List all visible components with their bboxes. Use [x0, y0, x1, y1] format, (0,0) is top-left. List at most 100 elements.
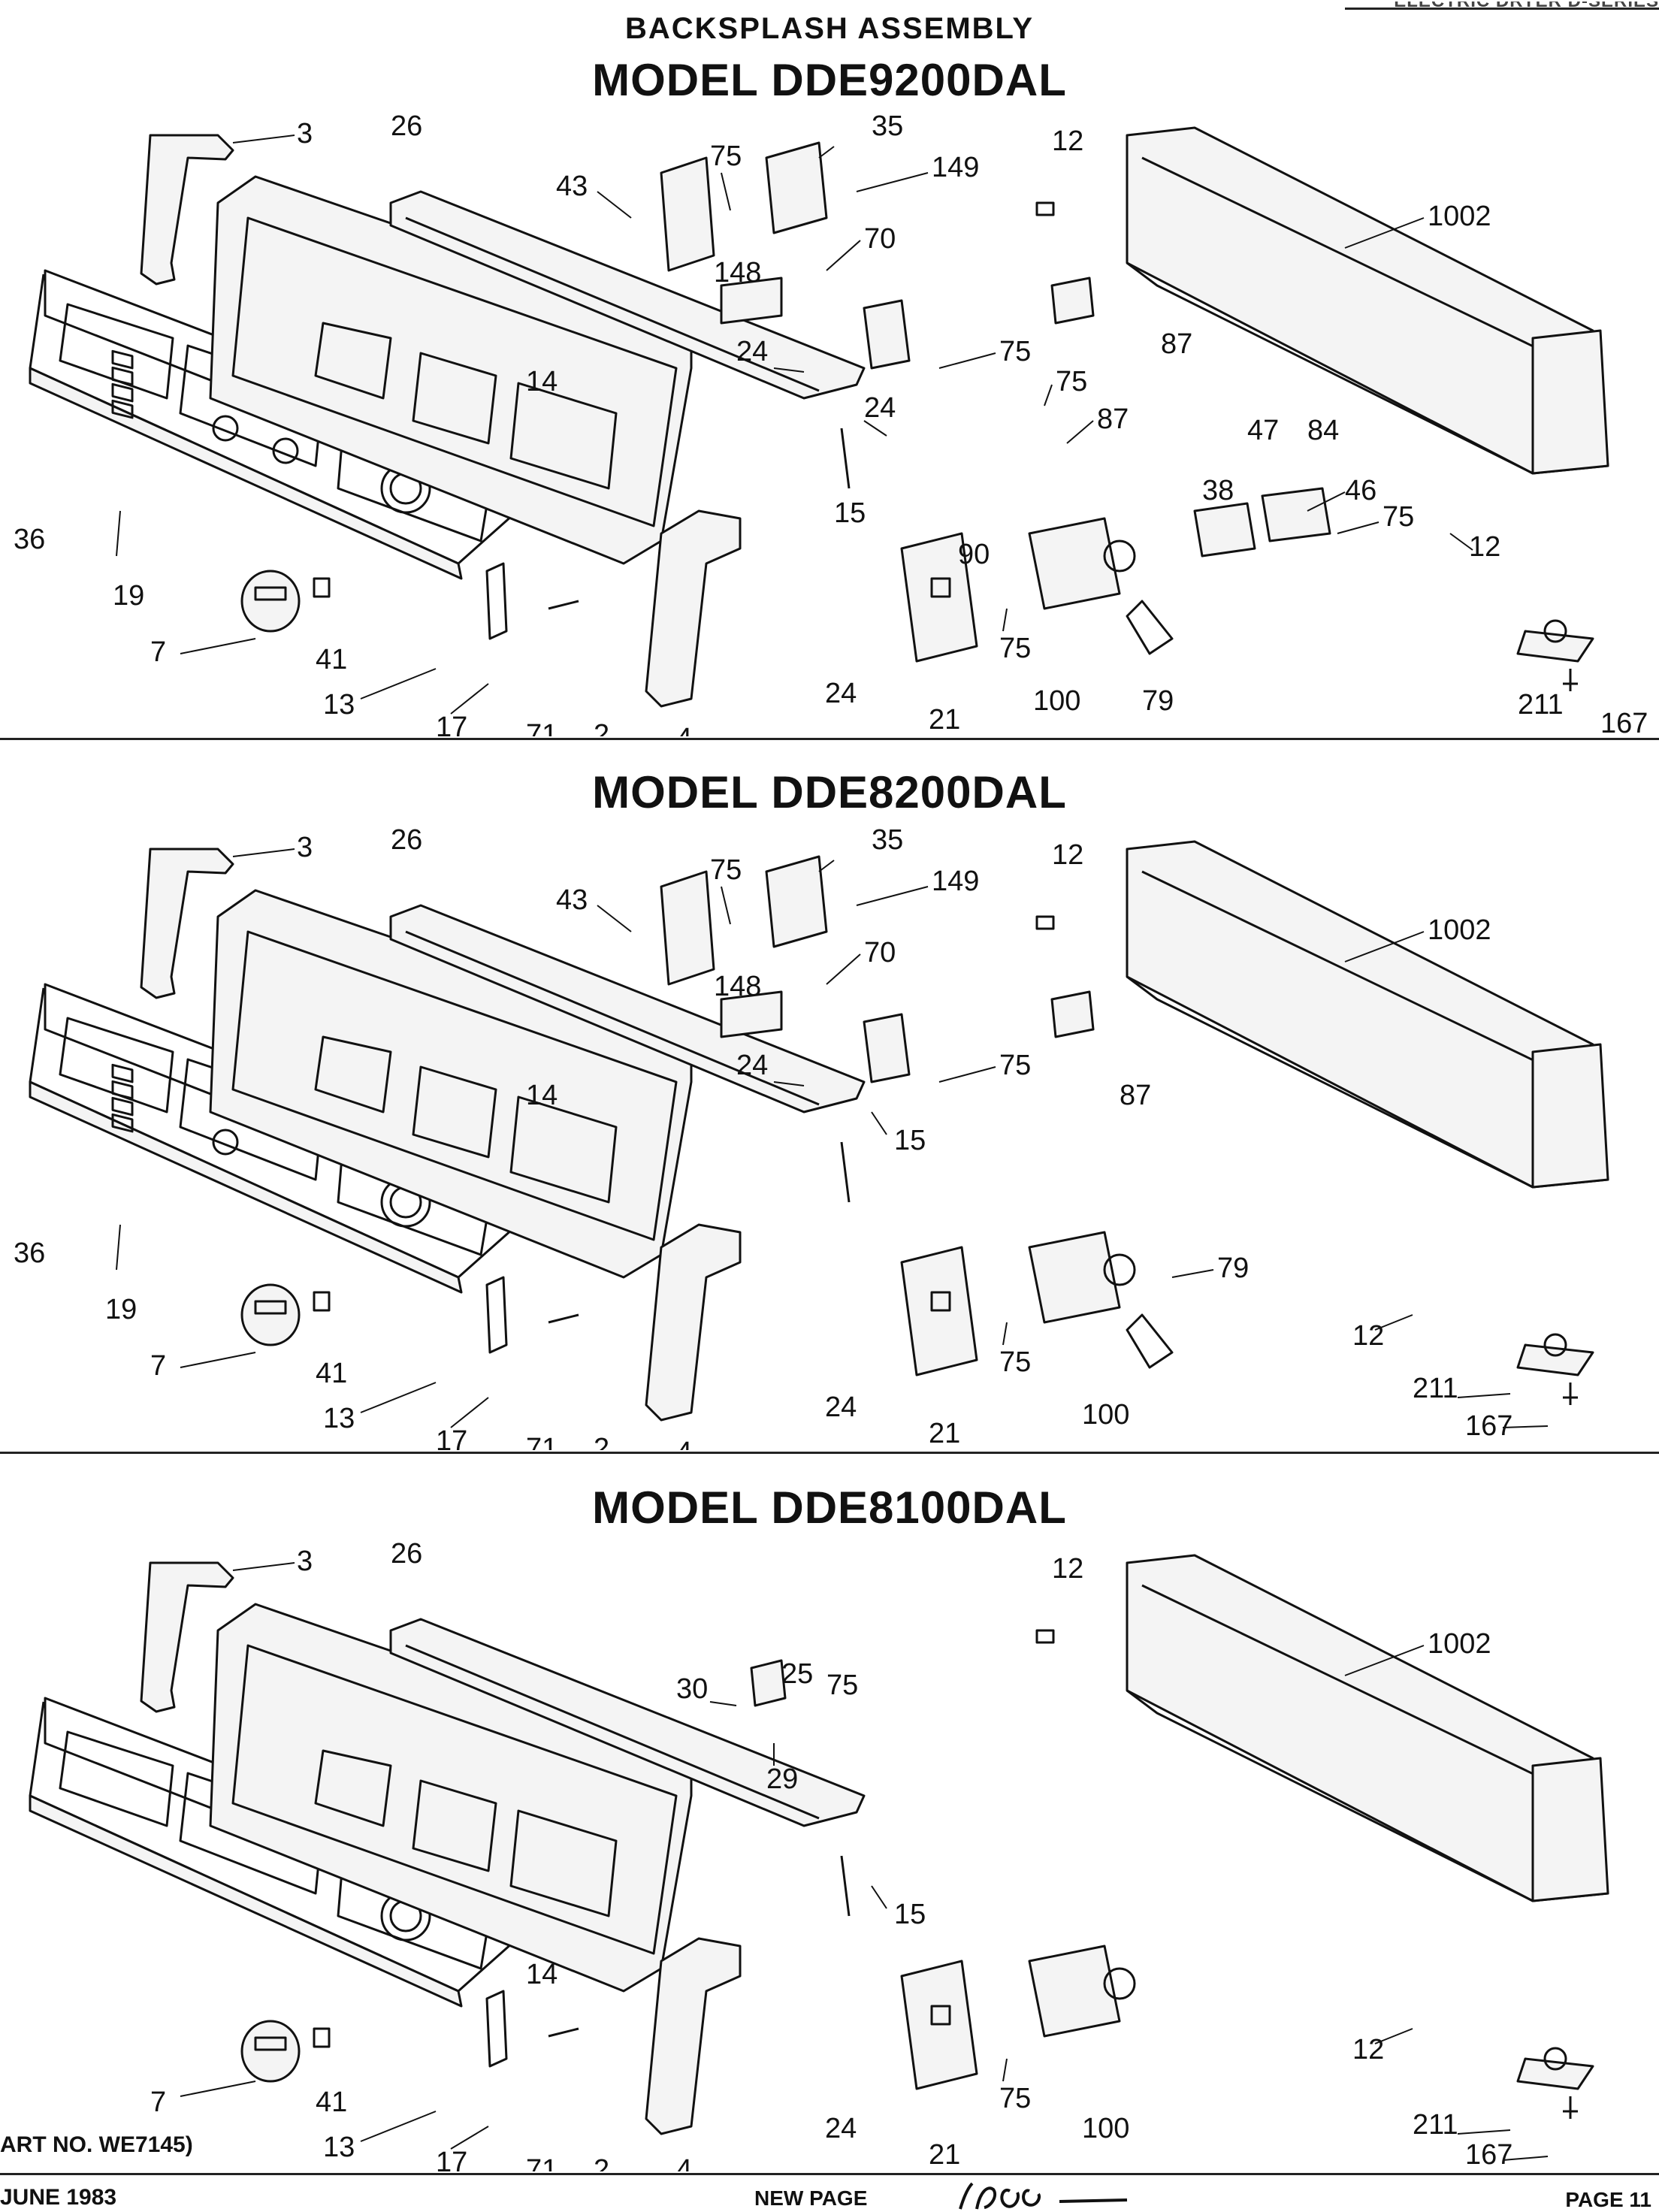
- leader-line: [773, 367, 805, 373]
- part-clip-12: [1035, 201, 1055, 216]
- callout-12: 12: [1352, 2034, 1384, 2065]
- callout-100: 100: [1033, 685, 1080, 717]
- part-screw-71: [548, 2027, 579, 2038]
- callout-71: 71: [526, 2154, 558, 2171]
- part-switch-bracket-43: [660, 156, 715, 272]
- console-cutout-3: [509, 1095, 618, 1204]
- part-timer-knob-grip: [254, 586, 287, 601]
- leader-line: [856, 886, 929, 906]
- part-backsplash-endcap: [1531, 1043, 1609, 1189]
- leader-line: [180, 1352, 256, 1368]
- part-console-frame: [209, 175, 693, 565]
- handwritten-mark: [959, 2182, 1128, 2210]
- callout-25: 25: [781, 1658, 813, 1690]
- callout-4: 4: [676, 723, 692, 736]
- part-switch-35: [765, 855, 828, 948]
- footer-divider: [0, 2173, 1659, 2175]
- leader-line: [360, 668, 437, 700]
- part-relay-38: [1193, 502, 1256, 558]
- callout-100: 100: [1082, 1399, 1129, 1431]
- leader-line: [1374, 2028, 1413, 2044]
- leader-line: [721, 886, 731, 925]
- callout-70: 70: [864, 937, 896, 969]
- callout-7: 7: [150, 636, 166, 668]
- panel-push-button: [111, 1096, 134, 1117]
- part-screw-167: [1563, 1382, 1578, 1405]
- callout-12: 12: [1052, 1553, 1083, 1585]
- part-backsplash-housing-bottom: [1126, 975, 1534, 1189]
- callout-43: 43: [556, 884, 588, 916]
- part-bracket-17: [485, 562, 508, 640]
- callout-24: 24: [825, 2113, 857, 2144]
- part-clip-12: [1035, 1629, 1055, 1644]
- callout-21: 21: [929, 1418, 960, 1449]
- callout-12: 12: [1352, 1320, 1384, 1352]
- callout-13: 13: [323, 1403, 355, 1434]
- part-circuit-board-chip: [930, 577, 951, 598]
- callout-24: 24: [736, 336, 768, 367]
- console-cutout-2: [412, 1065, 497, 1159]
- part-graphic-panel-lip: [29, 367, 463, 580]
- leader-line: [1002, 1322, 1008, 1346]
- callout-17: 17: [436, 2147, 467, 2171]
- part-relay-84: [1261, 487, 1331, 542]
- part-switch-148: [720, 276, 783, 325]
- callout-24: 24: [825, 678, 857, 709]
- callout-21: 21: [929, 704, 960, 736]
- leader-line: [1457, 1393, 1511, 1398]
- callout-1002: 1002: [1428, 1628, 1491, 1660]
- callout-211: 211: [1413, 1373, 1458, 1404]
- leader-line: [232, 848, 295, 857]
- part-screw-15: [840, 1855, 851, 1917]
- callout-167: 167: [1465, 1410, 1512, 1442]
- part-knob-clip: [313, 2027, 331, 2048]
- part-timer-knob: [240, 1283, 301, 1346]
- leader-line: [1457, 2129, 1511, 2135]
- part-switch-35: [765, 141, 828, 234]
- header-corner-text: ELECTRIC DRYER D-SERIES: [1394, 0, 1659, 11]
- part-mount-plate: [863, 299, 911, 370]
- panel-button-window: [59, 1017, 174, 1114]
- callout-43: 43: [556, 171, 588, 202]
- header-rule: [1345, 8, 1659, 10]
- callout-167: 167: [1465, 2139, 1512, 2171]
- part-timer-motor: [1103, 1967, 1136, 2000]
- leader-line: [709, 1701, 737, 1706]
- leader-line: [1502, 1425, 1549, 1428]
- panel-push-button: [111, 1080, 134, 1100]
- callout-2: 2: [594, 1433, 609, 1450]
- leader-line: [863, 420, 887, 437]
- console-cutout-1: [314, 1749, 392, 1827]
- callout-3: 3: [297, 118, 313, 150]
- callout-14: 14: [526, 1959, 558, 1990]
- footer-date: JUNE 1983: [0, 2185, 117, 2210]
- panel-push-button: [111, 366, 134, 386]
- callout-17: 17: [436, 1425, 467, 1450]
- part-mount-plate: [863, 1013, 911, 1083]
- part-end-cap-right: [645, 1937, 742, 2135]
- part-timer-knob: [240, 2020, 301, 2083]
- part-backsplash-housing-bottom: [1126, 1689, 1534, 1902]
- part-console-frame-inner: [231, 1644, 678, 1955]
- callout-75: 75: [999, 336, 1031, 367]
- part-switch-87: [1050, 276, 1095, 325]
- callout-26: 26: [391, 1540, 422, 1570]
- part-end-cap-left: [140, 134, 234, 286]
- callout-1002: 1002: [1428, 201, 1491, 232]
- leader-line: [1066, 420, 1094, 444]
- part-switch-bracket-43: [660, 870, 715, 986]
- leader-line: [360, 1382, 437, 1413]
- part-end-cap-left: [140, 1561, 234, 1713]
- part-end-cap-right: [645, 509, 742, 708]
- panel-push-button: [111, 349, 134, 370]
- part-timer-100: [1028, 1231, 1121, 1324]
- callout-75: 75: [999, 633, 1031, 664]
- leader-line: [1307, 491, 1346, 512]
- part-bracket-211: [1516, 2057, 1594, 2090]
- part-bracket-211-hole: [1543, 619, 1567, 643]
- callout-148: 148: [714, 971, 761, 1002]
- callout-12: 12: [1052, 125, 1083, 157]
- part-screw-71: [548, 600, 579, 610]
